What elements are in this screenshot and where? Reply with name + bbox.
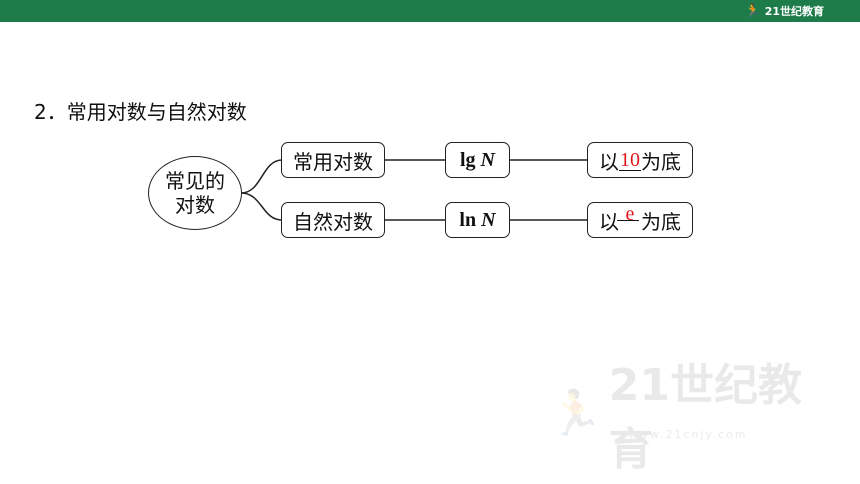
node-common-log: 常用对数 <box>281 142 385 178</box>
base-10-prefix: 以 <box>599 149 619 174</box>
base-10-suffix: 为底 <box>641 149 681 174</box>
watermark-runner-icon: 🏃 <box>548 388 603 439</box>
ln-func: ln <box>459 208 477 231</box>
section-heading: 2．常用对数与自然对数 <box>34 100 247 124</box>
base-10-answer: 10 <box>619 148 641 171</box>
root-node-common-logarithms: 常见的 对数 <box>148 156 242 230</box>
root-node-line2: 对数 <box>175 193 215 217</box>
watermark-url: www.21cnjy.com <box>628 428 748 441</box>
base-e-answer: e <box>625 203 635 225</box>
watermark: 🏃 21世纪教育 www.21cnjy.com <box>548 360 828 475</box>
base-e-underline <box>617 219 639 221</box>
brand-logo: 🏃 21世纪教育 <box>745 3 825 19</box>
node-natural-log: 自然对数 <box>281 202 385 238</box>
lg-var: N <box>480 148 495 171</box>
node-natural-log-label: 自然对数 <box>293 209 373 234</box>
base-e-prefix: 以 <box>599 209 619 234</box>
node-common-log-label: 常用对数 <box>293 149 373 174</box>
brand-logo-text: 21世纪教育 <box>764 5 824 18</box>
top-bar: 🏃 21世纪教育 <box>0 0 860 22</box>
root-node-line1: 常见的 <box>165 169 225 193</box>
runner-icon: 🏃 <box>744 3 761 19</box>
watermark-text: 21世纪教育 <box>608 360 803 475</box>
ln-var: N <box>481 208 496 231</box>
base-e-suffix: 为底 <box>641 209 681 234</box>
lg-func: lg <box>459 148 476 171</box>
